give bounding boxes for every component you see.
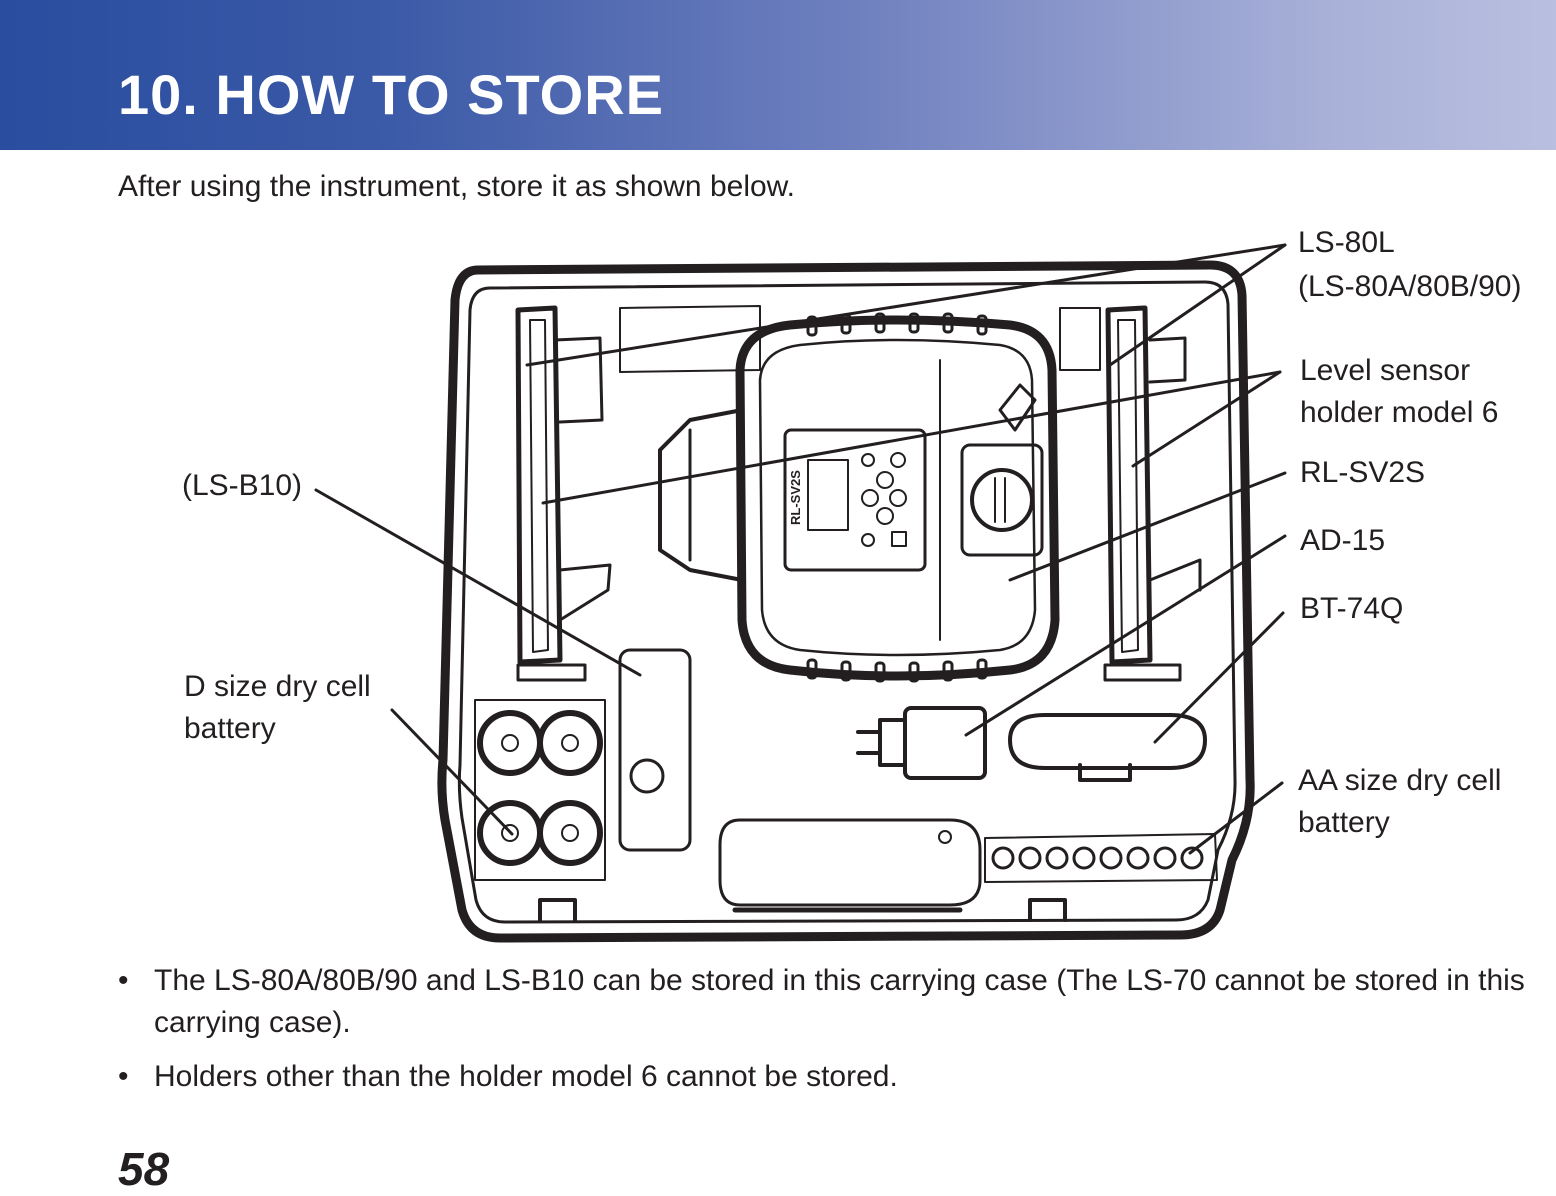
bullet: • xyxy=(118,964,129,997)
carrying-case-figure: RL-SV2S LS-80L (LS-80A/80B/90) Level sen… xyxy=(0,220,1556,950)
case-inner-rim xyxy=(457,280,1237,924)
rl-sv2s-control-panel xyxy=(783,428,927,572)
callout-ls80l-alt: (LS-80A/80B/90) xyxy=(1298,270,1522,303)
ls80l-right-pole xyxy=(1105,305,1153,665)
aa-cell-batteries xyxy=(991,846,1204,870)
callout-ls80l: LS-80L xyxy=(1298,226,1395,259)
intro-text: After using the instrument, store it as … xyxy=(118,170,796,203)
callout-rl-sv2s: RL-SV2S xyxy=(1300,456,1426,489)
d-cell-batteries xyxy=(477,710,603,866)
device-model-label: RL-SV2S xyxy=(788,470,803,525)
ls-b10-slot xyxy=(618,648,692,852)
case-foot-left xyxy=(538,898,577,922)
callout-ls-b10: (LS-B10) xyxy=(182,469,303,502)
note-text: Holders other than the holder model 6 ca… xyxy=(154,1060,898,1093)
callout-bt74q: BT-74Q xyxy=(1300,592,1404,625)
callout-dcell-2: battery xyxy=(184,712,276,745)
callout-aa-2: battery xyxy=(1298,806,1390,839)
note-text: The LS-80A/80B/90 and LS-B10 can be stor… xyxy=(154,964,1525,1039)
page-title: 10. HOW TO STORE xyxy=(118,63,665,126)
callout-ad15: AD-15 xyxy=(1300,524,1386,557)
callout-leader-lines xyxy=(314,243,1287,855)
note-item: • The LS-80A/80B/90 and LS-B10 can be st… xyxy=(118,960,1548,1044)
carrying-case-illustration: RL-SV2S xyxy=(314,243,1287,943)
rl-sv2s-body xyxy=(735,315,1060,681)
bt74q-battery-pack xyxy=(1008,713,1207,782)
callout-level-sensor-2: holder model 6 xyxy=(1300,396,1499,429)
callout-aa-1: AA size dry cell xyxy=(1298,764,1502,797)
battery-knob-icon xyxy=(970,468,1034,532)
ls80l-left-pole xyxy=(515,305,563,665)
ad15-adapter xyxy=(856,706,987,780)
case-foot-right xyxy=(1028,898,1067,922)
callout-dcell-1: D size dry cell xyxy=(184,670,371,703)
handle-compartment xyxy=(718,818,982,907)
callout-level-sensor-1: Level sensor xyxy=(1300,354,1471,387)
notes-list: • The LS-80A/80B/90 and LS-B10 can be st… xyxy=(118,960,1548,1110)
page-number: 58 xyxy=(118,1143,170,1195)
bullet: • xyxy=(118,1060,129,1093)
header-band xyxy=(0,0,1556,150)
case-outer-shell xyxy=(437,260,1255,943)
note-item: • Holders other than the holder model 6 … xyxy=(118,1056,1548,1098)
